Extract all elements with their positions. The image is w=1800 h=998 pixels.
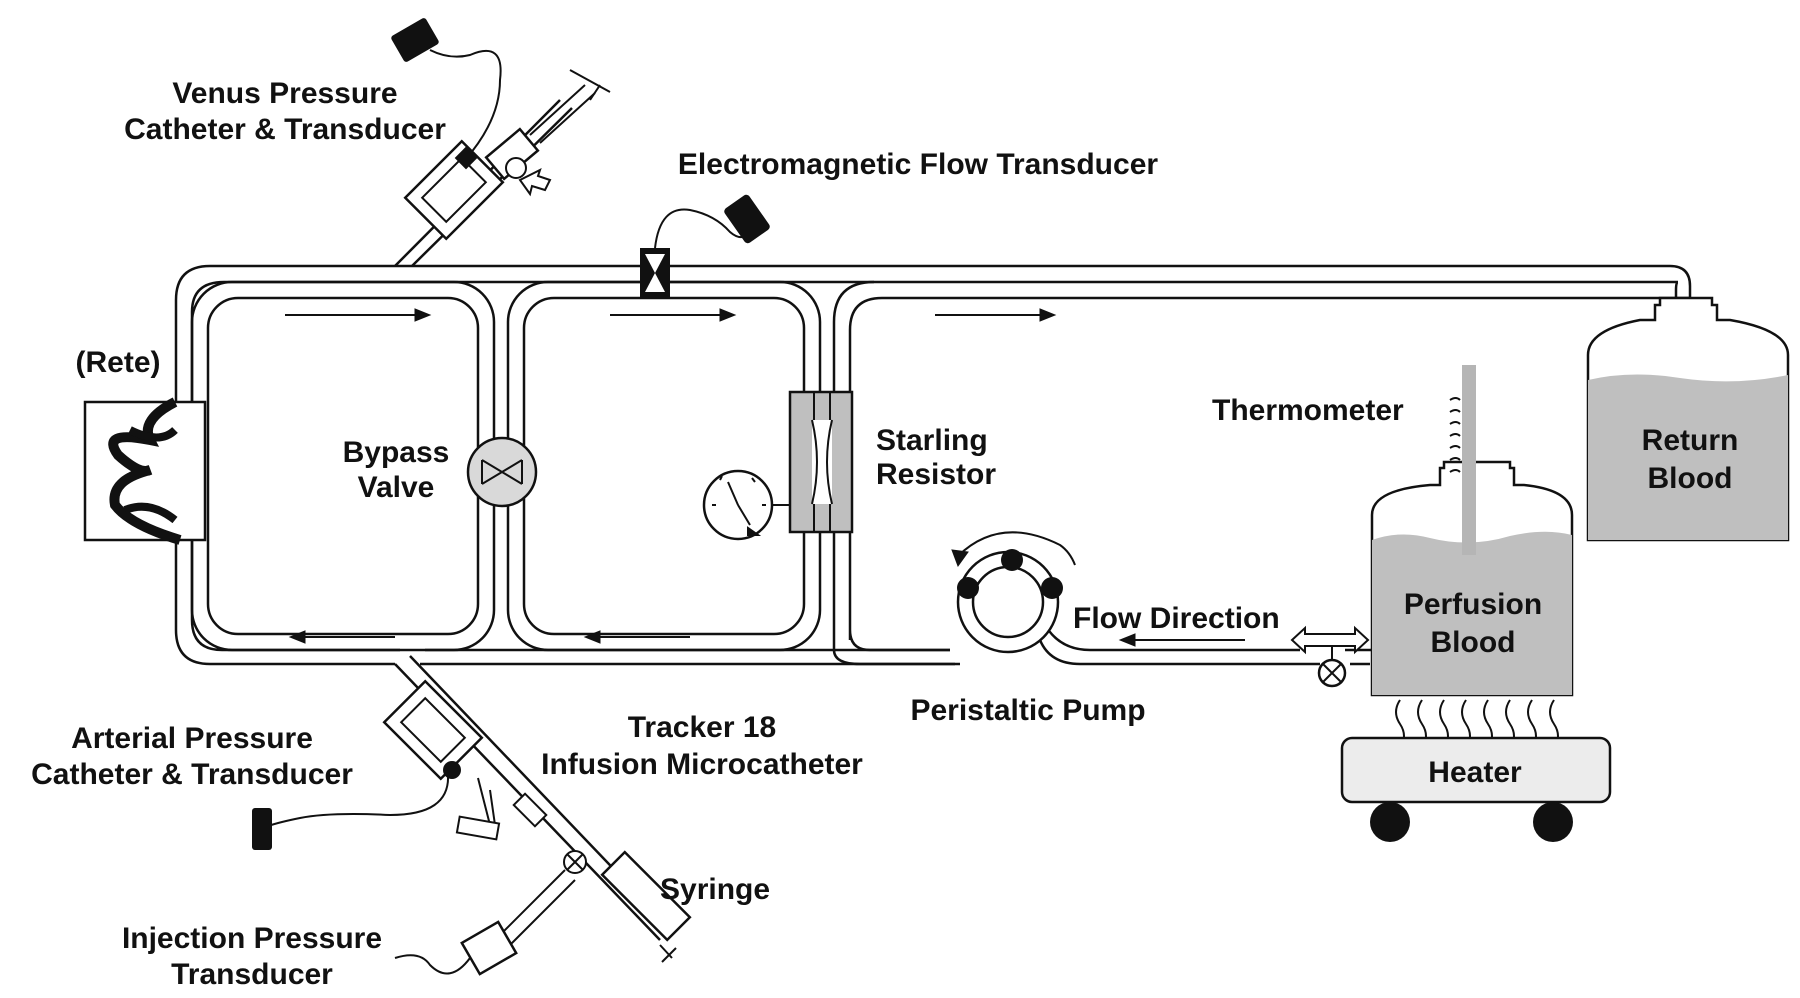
- injection-cable: [394, 954, 471, 975]
- heater-wheel-icon: [1370, 802, 1410, 842]
- injection-label-line2: Transducer: [171, 958, 333, 991]
- thermometer-icon: [1462, 365, 1476, 555]
- heater-label: Heater: [1428, 756, 1522, 789]
- venus-label-line1: Venus Pressure: [172, 77, 397, 110]
- pump-roller-icon: [1001, 549, 1023, 571]
- flow-arrow-head: [719, 308, 737, 322]
- pump-roller-icon: [1041, 577, 1063, 599]
- flow-arrow-head: [414, 308, 432, 322]
- injection-transducer-icon: [460, 920, 518, 976]
- arterial-transducer-icon: [382, 679, 484, 781]
- syringe-label: Syringe: [660, 873, 770, 906]
- flow-arrows: [285, 308, 1245, 647]
- arterial-catheter-assembly: [252, 655, 692, 976]
- rete-box: [83, 397, 207, 545]
- return-blood-fill: [1588, 374, 1788, 540]
- flow-arrow-head: [583, 630, 601, 644]
- loop2-tube: [506, 280, 822, 652]
- flow-arrow-head: [288, 630, 306, 644]
- arterial-plug-icon: [252, 808, 272, 850]
- starling-resistor: [702, 390, 854, 541]
- peristaltic-pump-label: Peristaltic Pump: [910, 694, 1145, 727]
- perfusion-blood-label-line1: Perfusion: [1404, 588, 1542, 621]
- bypass-label-line2: Valve: [358, 471, 435, 504]
- starling-label-line1: Starling: [876, 424, 988, 457]
- return-container: [1586, 296, 1790, 542]
- peristaltic-pump: [951, 531, 1076, 654]
- heat-waves-icon: [1395, 699, 1559, 749]
- loop3-tube: [832, 280, 1690, 666]
- flow-transducer: [640, 194, 770, 298]
- thermometer-label: Thermometer: [1212, 394, 1404, 427]
- return-blood-label-line2: Blood: [1648, 462, 1733, 495]
- syringe-icon: [600, 850, 692, 942]
- perfusion-container: [1370, 365, 1574, 697]
- flow-direction-label: Flow Direction: [1073, 602, 1280, 635]
- venus-transducer-icon: [403, 139, 505, 241]
- heater-box: [1340, 736, 1612, 804]
- arterial-label-line1: Arterial Pressure: [71, 722, 313, 755]
- injection-label-line1: Injection Pressure: [122, 922, 382, 955]
- flow-transducer-plug-icon: [724, 194, 770, 244]
- arterial-label-line2: Catheter & Transducer: [31, 758, 353, 791]
- pump-roller-icon: [957, 577, 979, 599]
- rete-label: (Rete): [75, 346, 160, 379]
- electromagnetic-label: Electromagnetic Flow Transducer: [678, 148, 1158, 181]
- bypass-label-line1: Bypass: [343, 436, 450, 469]
- venus-plug-icon: [391, 18, 439, 62]
- venus-label-line2: Catheter & Transducer: [124, 113, 446, 146]
- labels: Venus Pressure Catheter & Transducer Ele…: [31, 77, 1738, 991]
- pump-feed-tube: [1038, 624, 1372, 666]
- arterial-cable: [267, 774, 450, 827]
- flow-arrow-head: [1118, 633, 1136, 647]
- tracker-label-line1: Tracker 18: [628, 711, 776, 744]
- stopcock-direction-icon: [1290, 625, 1370, 655]
- tracker-label-line2: Infusion Microcatheter: [541, 748, 863, 781]
- starling-label-line2: Resistor: [876, 458, 996, 491]
- heater-wheel-icon: [1533, 802, 1573, 842]
- pump-rotation-arrow: [957, 531, 1076, 566]
- perfusion-blood-label-line2: Blood: [1431, 626, 1516, 659]
- return-blood-label-line1: Return: [1642, 424, 1739, 457]
- venus-cable: [429, 49, 502, 161]
- perfusion-blood-fill: [1372, 531, 1572, 695]
- heater: [1340, 699, 1612, 842]
- stopcock: [1290, 625, 1370, 688]
- bypass-valve: [466, 436, 538, 508]
- venus-catheter-assembly: [391, 18, 611, 267]
- flow-arrow-head: [1039, 308, 1057, 322]
- loop2-tube-inner: [522, 296, 806, 636]
